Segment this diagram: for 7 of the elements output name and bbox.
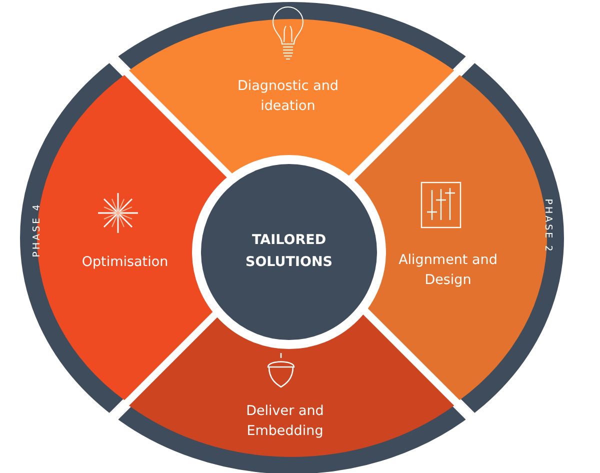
phase-title: Alignment and Design [398, 250, 498, 290]
phase-title: Deliver and Embedding [245, 402, 325, 441]
center-title: TAILORED SOLUTIONS [244, 231, 334, 272]
phase-title: Optimisation [80, 252, 170, 272]
phase-label: PHASE 2 [542, 198, 554, 254]
phase-label: PHASE 4 [32, 202, 42, 258]
phase-title: Diagnostic and ideation [236, 76, 340, 116]
